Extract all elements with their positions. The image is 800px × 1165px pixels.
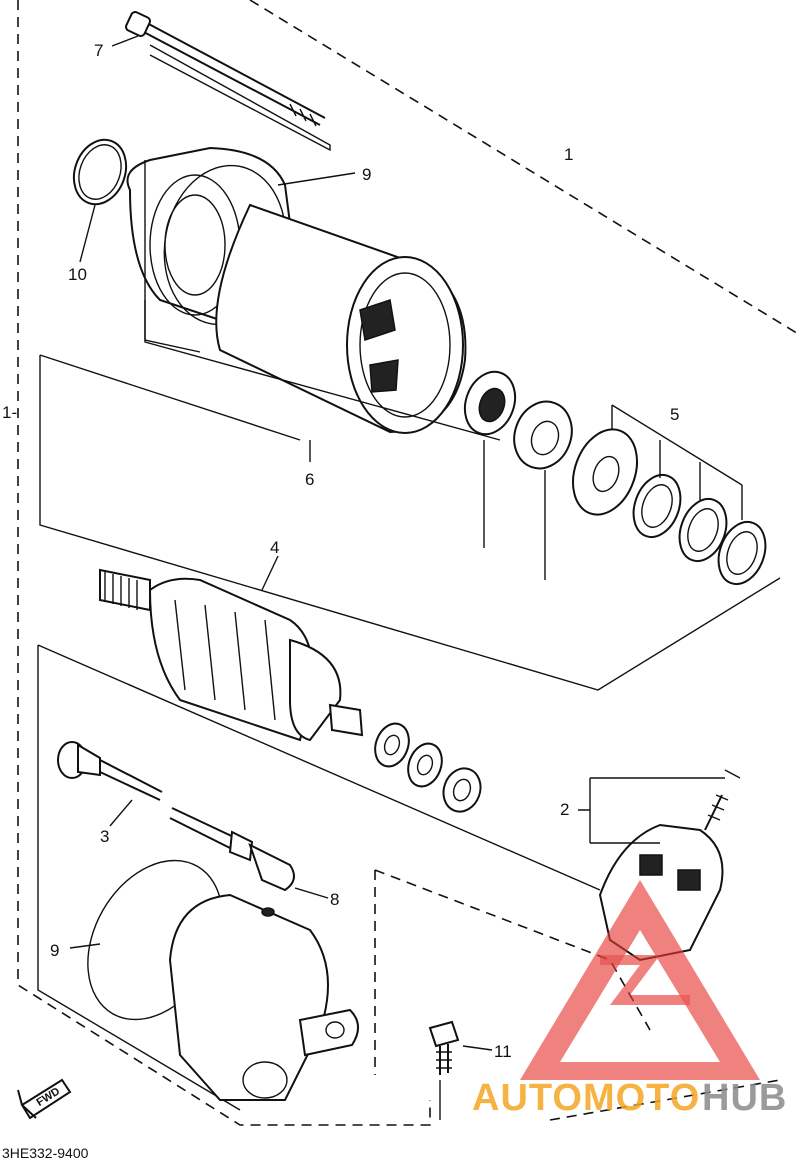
leader-5 bbox=[611, 404, 743, 520]
leader-9-top bbox=[277, 172, 356, 186]
part-code-label: 3HE332-9400 bbox=[2, 1145, 89, 1160]
callout-11: 11 bbox=[494, 1042, 512, 1061]
bearing-part bbox=[463, 370, 517, 436]
armature-part bbox=[99, 568, 364, 742]
leader-3 bbox=[109, 799, 133, 827]
callout-1-top: 1 bbox=[564, 145, 573, 164]
motor-yoke-housing-part bbox=[215, 203, 467, 434]
leader-8 bbox=[294, 887, 329, 899]
watermark-text-orange: AUTOMOTO bbox=[472, 1077, 700, 1119]
screw-part bbox=[428, 1020, 460, 1075]
callout-4: 4 bbox=[270, 538, 279, 557]
group-bracket-lower bbox=[37, 644, 741, 1111]
callout-3: 3 bbox=[100, 827, 109, 846]
forward-direction-arrow: FWD bbox=[17, 1078, 72, 1120]
leader-7 bbox=[111, 35, 139, 47]
callout-1-left: 1- bbox=[2, 403, 17, 422]
callout-8: 8 bbox=[330, 890, 339, 909]
leader-10 bbox=[79, 204, 96, 263]
leader-9-bottom bbox=[69, 943, 101, 949]
callout-7: 7 bbox=[94, 41, 103, 60]
inner-boundary-dashed bbox=[374, 869, 651, 1075]
watermark-text-gray: HUB bbox=[702, 1077, 787, 1119]
lead-wire-boot-part bbox=[169, 807, 295, 892]
callout-9-top: 9 bbox=[362, 165, 371, 184]
o-ring-part bbox=[72, 138, 128, 206]
group-bracket-6 bbox=[39, 300, 781, 691]
watermark-triangle-logo bbox=[520, 880, 760, 1080]
washer-set-part bbox=[572, 428, 767, 585]
callout-2: 2 bbox=[560, 800, 569, 819]
callout-5: 5 bbox=[670, 405, 679, 424]
callout-10: 10 bbox=[68, 265, 87, 284]
automotohub-watermark: AUTOMOTO HUB bbox=[472, 880, 787, 1119]
through-bolt-part bbox=[125, 11, 331, 152]
armature-washers bbox=[374, 722, 482, 813]
terminal-cable-part bbox=[57, 741, 163, 801]
leader-11 bbox=[439, 1045, 493, 1120]
assembly-boundary-outline bbox=[17, 0, 800, 1126]
leader-2 bbox=[578, 777, 725, 844]
rear-cover-part bbox=[168, 893, 359, 1101]
callout-6: 6 bbox=[305, 470, 314, 489]
seal-part bbox=[513, 400, 573, 470]
leader-4 bbox=[261, 555, 279, 591]
callout-9-bottom: 9 bbox=[50, 941, 59, 960]
